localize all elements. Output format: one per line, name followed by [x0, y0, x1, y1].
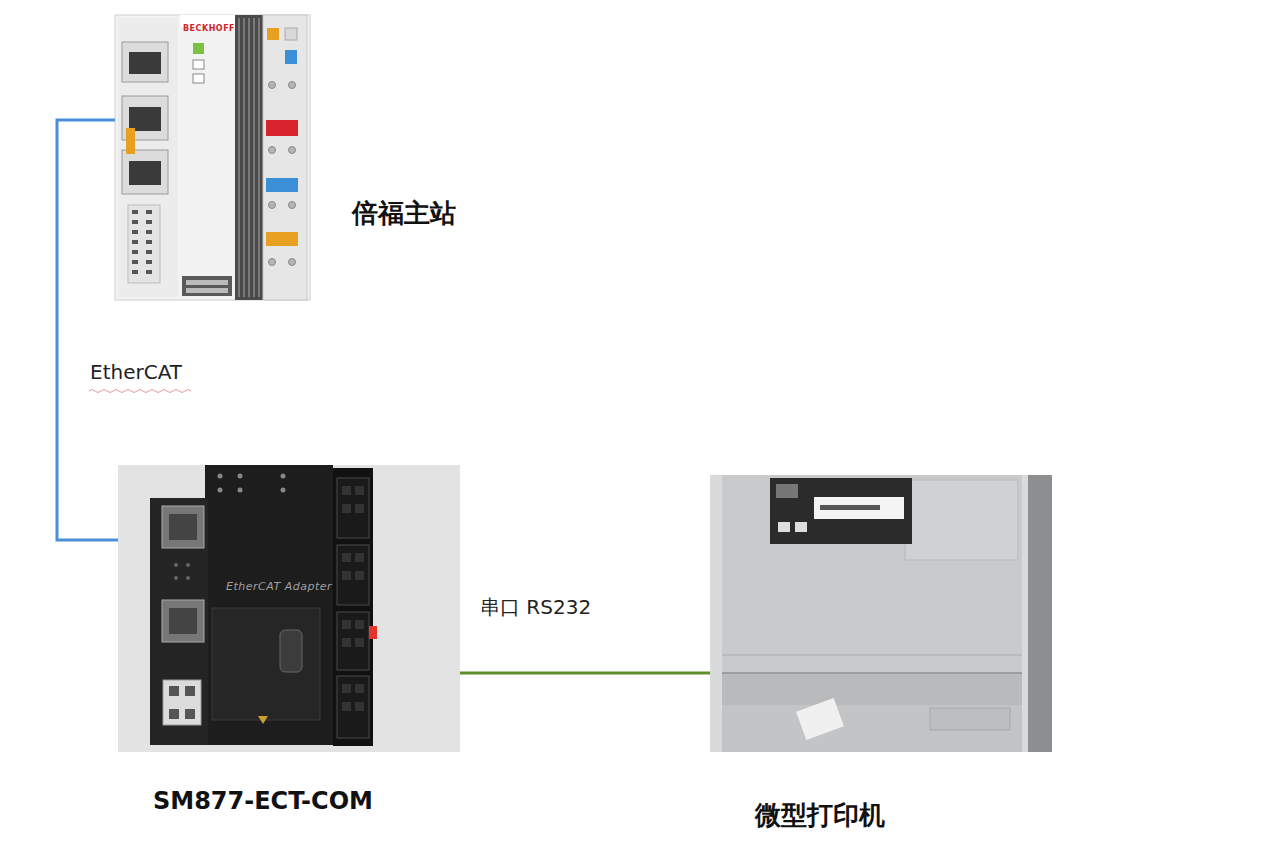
micro-printer — [710, 475, 1052, 752]
controller-photo: 倍福主站 — [115, 15, 310, 300]
node-heading: SM877-ECT-COM — [153, 787, 373, 816]
node-heading: 倍福主站 — [352, 198, 456, 229]
label-holder: EtherCAT Adapter — [226, 575, 332, 594]
spellcheck-squiggle — [89, 390, 191, 393]
edge-label-holder: 串口 RS232 — [478, 595, 593, 619]
sm877-module — [118, 465, 460, 752]
module-print: EtherCAT Adapter — [226, 580, 332, 593]
adapter-photo: SM877-ECT-COM — [118, 465, 460, 752]
label-holder: BECKHOFF — [183, 16, 235, 35]
serial-cable — [460, 672, 710, 675]
ethercat-cable — [57, 120, 118, 540]
connection-label: 串口 RS232 — [478, 595, 593, 619]
edge-label-holder: EtherCAT — [88, 360, 184, 384]
printer-photo: 微型打印机 — [710, 475, 1052, 752]
connection-label: EtherCAT — [88, 360, 184, 384]
brand-logo: BECKHOFF — [183, 24, 235, 34]
beckhoff-controller — [115, 15, 310, 300]
node-heading: 微型打印机 — [755, 800, 885, 831]
